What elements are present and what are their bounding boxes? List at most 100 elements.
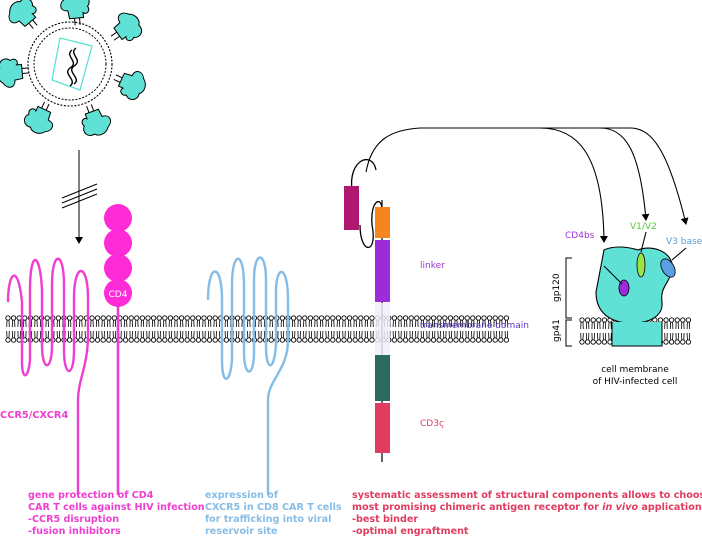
lipid-head xyxy=(201,315,207,328)
lipid-head xyxy=(674,332,680,345)
lipid-head xyxy=(685,332,692,345)
caption-right: systematic assessment of structural comp… xyxy=(352,490,702,538)
lipid-head xyxy=(668,332,675,345)
lipid-head xyxy=(363,330,370,343)
lipid-head xyxy=(223,315,230,328)
v3base-site xyxy=(660,258,676,278)
v1v2-label: V1/V2 xyxy=(630,222,657,232)
gp41-bracket xyxy=(565,319,572,347)
lipid-head xyxy=(66,315,73,328)
lipid-head xyxy=(330,330,336,343)
caption-left-line: -CCR5 disruption xyxy=(28,514,120,525)
lipid-head xyxy=(150,315,157,328)
linker-label: linker xyxy=(420,261,445,271)
lipid-head xyxy=(391,315,398,328)
car-cd3z-domain xyxy=(375,403,390,453)
lipid-head xyxy=(324,330,330,343)
lipid-head xyxy=(257,330,263,343)
car-linker-domain xyxy=(375,240,390,302)
lipid-head xyxy=(145,330,151,343)
lipid-head xyxy=(318,330,325,343)
lipid-head xyxy=(307,330,314,343)
lipid-head xyxy=(584,332,591,345)
lipid-head xyxy=(55,330,62,343)
cxcr5-receptor xyxy=(206,256,290,495)
lipid-head xyxy=(122,315,129,328)
lipid-head xyxy=(5,315,11,328)
lipid-head xyxy=(352,315,358,328)
cd4-label: CD4 xyxy=(109,290,128,300)
lipid-head xyxy=(470,330,476,343)
ccr5-cxcr4-label: CCR5/CXCR4 xyxy=(0,410,68,421)
env-spike-icon xyxy=(75,99,115,141)
lipid-head xyxy=(674,317,680,330)
gp120-label: gp120 xyxy=(552,273,562,302)
lipid-head xyxy=(341,315,347,328)
lipid-head xyxy=(397,330,403,343)
lipid-head xyxy=(246,330,252,343)
lipid-head xyxy=(173,315,179,328)
virion-membrane-inner xyxy=(33,27,107,101)
lipid-head xyxy=(167,315,174,328)
lipid-head xyxy=(685,317,692,330)
env-spike-icon xyxy=(103,7,147,50)
lipid-head xyxy=(680,332,686,345)
lipid-head xyxy=(139,330,146,343)
lipid-head xyxy=(122,330,129,343)
lipid-head xyxy=(330,315,336,328)
lipid-head xyxy=(100,330,106,343)
lipid-head xyxy=(369,330,375,343)
lipid-head xyxy=(596,332,602,345)
lipid-head xyxy=(78,330,84,343)
lipid-head xyxy=(363,315,370,328)
car-costim-domain xyxy=(375,355,390,401)
lipid-head xyxy=(414,315,420,328)
lipid-head xyxy=(162,315,168,328)
lipid-head xyxy=(458,330,465,343)
cd3z-label: CD3ς xyxy=(420,419,444,429)
lipid-head xyxy=(601,332,608,345)
lipid-head xyxy=(447,330,454,343)
lipid-head xyxy=(212,315,218,328)
lipid-head xyxy=(335,330,342,343)
lipid-head xyxy=(358,330,364,343)
lipid-head xyxy=(346,330,353,343)
lipid-head xyxy=(335,315,342,328)
lipid-head xyxy=(442,330,448,343)
lipid-head xyxy=(313,330,319,343)
gp41-label: gp41 xyxy=(552,319,562,342)
viral-rna xyxy=(67,49,75,87)
lipid-head xyxy=(33,315,39,328)
lipid-head xyxy=(206,330,213,343)
lipid-head xyxy=(106,315,112,328)
lipid-head xyxy=(346,315,353,328)
lipid-head xyxy=(584,317,591,330)
env-spike-icon xyxy=(2,0,47,38)
lipid-head xyxy=(94,330,101,343)
lipid-head xyxy=(590,332,596,345)
lipid-head xyxy=(391,330,398,343)
lipid-head xyxy=(167,330,174,343)
lipid-head xyxy=(307,315,314,328)
lipid-head xyxy=(464,330,470,343)
hiv-env-trimer xyxy=(595,231,687,347)
cell-membrane-label-line2: of HIV-infected cell xyxy=(593,377,678,387)
lipid-head xyxy=(414,330,420,343)
lipid-head xyxy=(162,330,168,343)
lipid-head xyxy=(324,315,330,328)
lipid-head xyxy=(145,315,151,328)
lipid-head xyxy=(268,315,274,328)
lipid-head xyxy=(234,315,241,328)
lipid-head xyxy=(313,315,319,328)
cd4-receptor xyxy=(104,204,132,495)
lipid-head xyxy=(425,330,431,343)
lipid-head xyxy=(150,330,157,343)
lipid-head xyxy=(596,317,602,330)
lipid-head xyxy=(579,332,585,345)
car-construct xyxy=(344,158,390,462)
lipid-head xyxy=(430,330,437,343)
lipid-head xyxy=(22,330,28,343)
lipid-head xyxy=(492,330,498,343)
lipid-head xyxy=(268,330,274,343)
